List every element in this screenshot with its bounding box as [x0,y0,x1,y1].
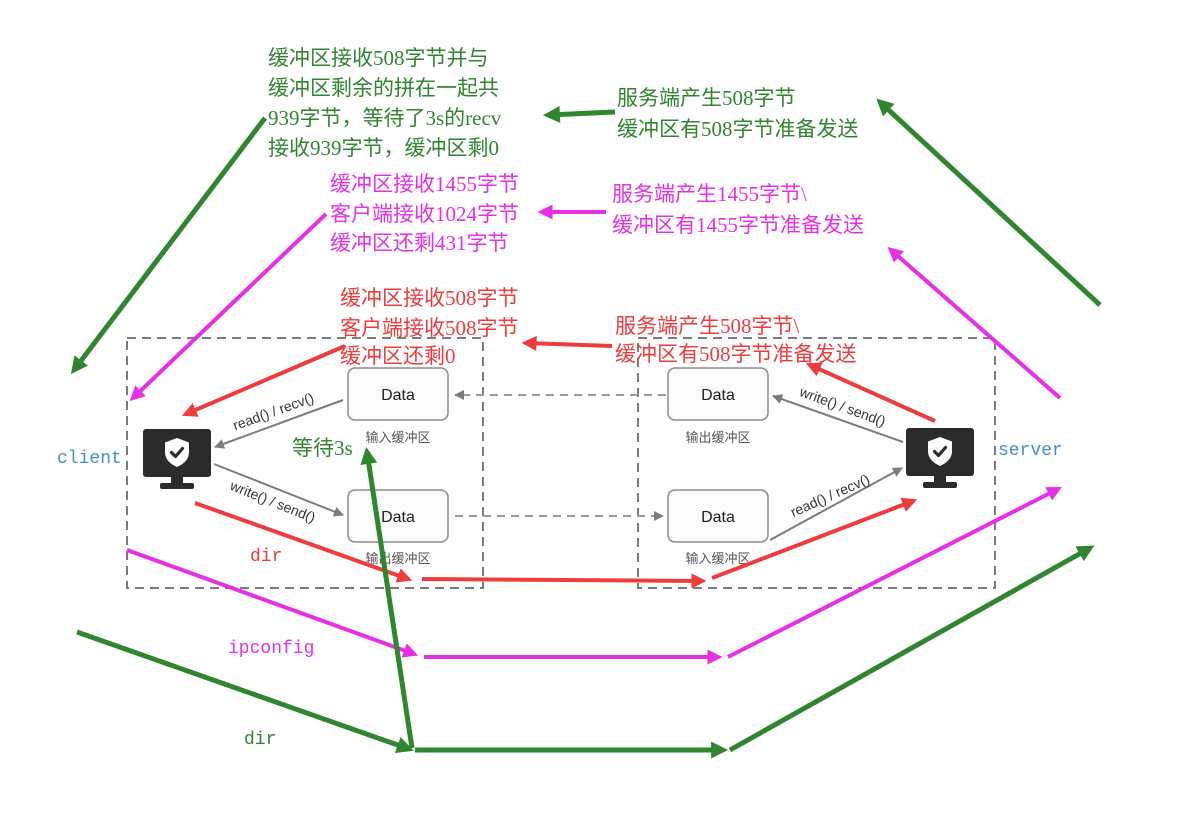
green-arrow-server-recv [728,545,1095,753]
magenta-arrow-to-client [129,212,328,402]
red-client-note-line-3: 缓冲区还剩0 [340,344,456,368]
magenta-arrow-server-recv [727,486,1063,659]
red-arrow-to-client [181,344,346,417]
client-input-buffer-caption: 输入缓冲区 [365,430,430,445]
magenta-arrow-client-send [126,548,419,658]
red-server-note-line-2: 缓冲区有508字节准备发送 [615,342,857,366]
client-output-buffer-text: Data [381,509,415,526]
server-write-call-label: write() / send() [797,383,888,429]
server-read-call-label: read() / recv() [788,471,872,520]
green-arrow-to-client [70,116,267,375]
server-input-buffer-box [667,489,769,543]
green-client-note-line-4: 接收939字节，缓冲区剩0 [268,136,499,160]
red-arrow-server-recv [711,497,918,580]
server-output-buffer: Data 输出缓冲区 [667,367,769,445]
red-arrow-transfer [421,573,707,589]
server-write-arrow [772,394,904,443]
client-monitor-shield-icon [143,429,211,489]
client-output-buffer: Data 输出缓冲区 [347,489,449,566]
green-client-note-line-3: 939字节，等待了3s的recv [268,106,502,130]
server-input-buffer-caption: 输入缓冲区 [685,551,750,566]
magenta-client-note-line-1: 缓冲区接收1455字节 [330,172,519,196]
server-output-buffer-caption: 输出缓冲区 [685,430,750,445]
client-write-arrow [213,463,344,517]
red-arrow-client-send [194,501,413,583]
green-client-note-line-2: 缓冲区剩余的拼在一起共 [268,76,499,100]
magenta-command-label: ipconfig [228,639,314,659]
server-input-buffer-text: Data [701,509,735,526]
magenta-server-note-line-1: 服务端产生1455字节\ [612,182,807,206]
client-boundary [126,337,484,589]
green-command-label: dir [244,730,276,750]
green-arrow-to-client-note [542,105,616,123]
green-server-note-line-2: 缓冲区有508字节准备发送 [617,117,859,141]
green-arrow-server-produce [876,98,1102,307]
red-client-note-line-2: 客户端接收508字节 [340,316,519,340]
red-command-label: dir [250,547,282,567]
magenta-arrow-server-produce [887,247,1062,400]
client-input-buffer: Data 输入缓冲区 [347,367,449,445]
client-label: client [57,449,122,469]
server-monitor-shield-icon [906,428,974,488]
red-server-note: 服务端产生508字节\ 缓冲区有508字节准备发送 [615,314,857,366]
red-client-note-line-1: 缓冲区接收508字节 [340,286,519,310]
client-output-buffer-caption: 输出缓冲区 [365,551,430,566]
server-boundary [637,337,996,589]
magenta-server-note: 服务端产生1455字节\ 缓冲区有1455字节准备发送 [612,182,864,237]
client-input-buffer-text: Data [381,387,415,404]
client-read-call-label: read() / recv() [231,389,316,433]
server-read-arrow [769,467,903,541]
server-output-buffer-box [667,367,769,421]
red-client-note: 缓冲区接收508字节 客户端接收508字节 缓冲区还剩0 [340,286,519,368]
magenta-client-note-line-2: 客户端接收1024字节 [330,202,519,226]
magenta-client-note: 缓冲区接收1455字节 客户端接收1024字节 缓冲区还剩431字节 [330,172,519,255]
green-server-note-line-1: 服务端产生508字节 [617,86,796,110]
client-input-buffer-box [347,367,449,421]
green-arrow-to-wait [360,446,415,749]
red-server-note-line-1: 服务端产生508字节\ [615,314,799,338]
server-input-buffer: Data 输入缓冲区 [667,489,769,566]
server-label: server [998,441,1063,461]
green-client-note: 缓冲区接收508字节并与 缓冲区剩余的拼在一起共 939字节，等待了3s的rec… [268,46,502,160]
green-client-note-line-1: 缓冲区接收508字节并与 [268,46,489,70]
magenta-client-note-line-3: 缓冲区还剩431字节 [330,231,509,255]
green-server-note: 服务端产生508字节 缓冲区有508字节准备发送 [617,86,859,141]
magenta-server-note-line-2: 缓冲区有1455字节准备发送 [612,213,864,237]
wait-label: 等待3s [292,436,353,460]
client-read-arrow [214,399,344,449]
green-arrow-client-send [76,629,414,754]
red-arrow-server-produce [805,362,936,423]
server-output-buffer-text: Data [701,387,735,404]
red-arrow-to-client-note [521,335,613,351]
